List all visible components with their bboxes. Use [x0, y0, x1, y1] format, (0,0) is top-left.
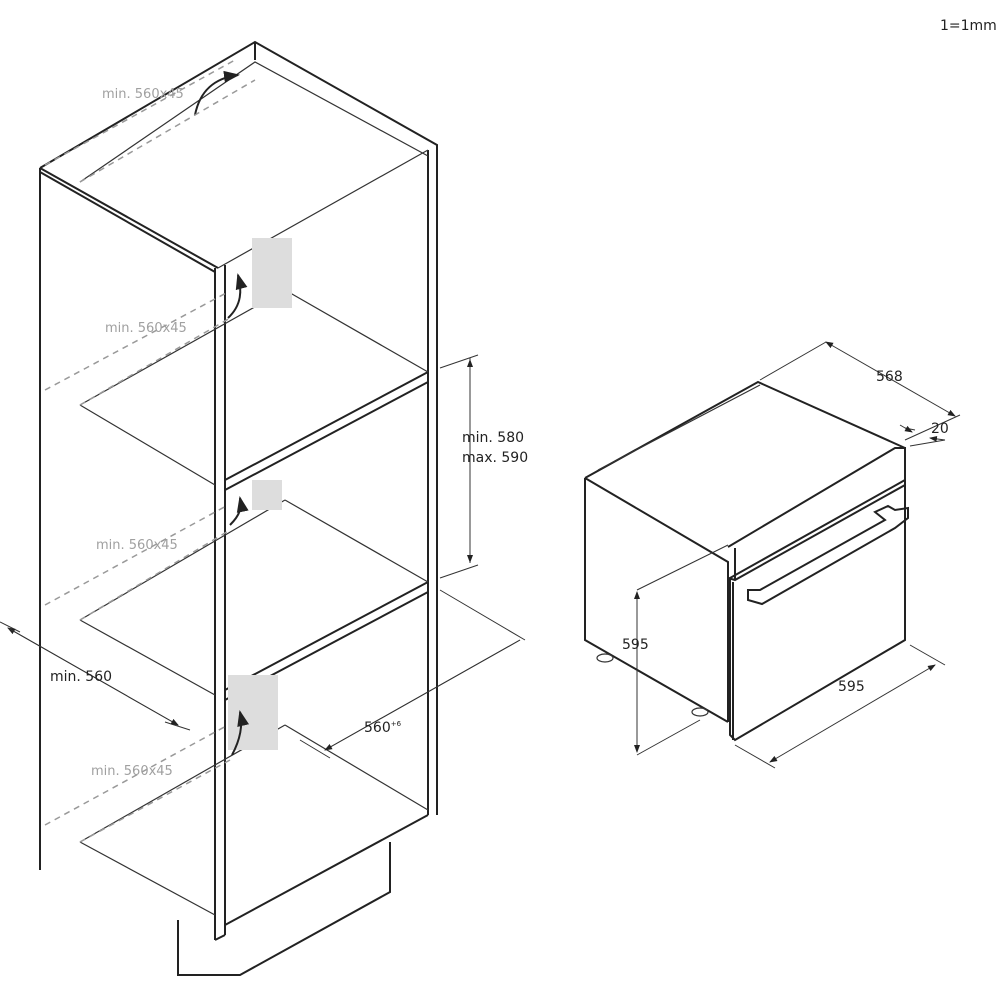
niche-height-min: min. 580 — [462, 430, 524, 446]
oven-depth-dimension — [825, 341, 956, 417]
oven-width-ext — [734, 644, 946, 769]
cabinet — [0, 40, 526, 976]
shelf-upper — [224, 371, 429, 491]
airflow-arrow-icon — [229, 496, 249, 526]
shelf-upper-surface — [79, 289, 429, 486]
niche-depth-dimension — [299, 589, 526, 759]
oven-top-edge — [597, 384, 761, 471]
airflow-arrow-icon — [231, 710, 249, 756]
airflow-arrow-icon — [227, 273, 248, 319]
cabinet-plinth — [177, 842, 391, 976]
vent-label: min. 560x45 — [102, 87, 184, 102]
vent-label: min. 560x45 — [91, 764, 173, 779]
oven-foot — [596, 653, 614, 663]
vent-outline-top — [44, 59, 256, 183]
niche-height-dimension — [439, 354, 479, 579]
oven-width-dimension — [769, 664, 936, 763]
oven-height-label: 595 — [622, 637, 649, 653]
airflow-arrow-icon — [194, 70, 240, 116]
oven-body — [584, 380, 906, 723]
oven-door-label: 20 — [931, 421, 949, 437]
oven-handle — [747, 504, 909, 606]
oven-depth-label: 568 — [876, 369, 903, 385]
niche-depth-label: 560+6 — [364, 720, 402, 736]
shelf-bottom-surface — [79, 724, 429, 916]
vent-label: min. 560x45 — [105, 321, 187, 336]
oven — [584, 341, 961, 769]
vent-opening — [252, 238, 292, 308]
oven-width-label: 595 — [838, 679, 865, 695]
shelf-bottom — [224, 814, 429, 926]
oven-foot — [691, 707, 709, 717]
scale-note: 1=1mm — [940, 18, 997, 34]
shelf-middle-surface — [79, 499, 429, 696]
cabinet-top-back — [39, 40, 438, 815]
niche-depth-value: 560 — [364, 720, 391, 736]
vent-opening — [252, 480, 282, 510]
oven-height-ext — [636, 544, 729, 756]
cabinet-left-panel — [39, 167, 219, 870]
vent-outline-bottom — [44, 724, 231, 843]
niche-width-label: min. 560 — [50, 669, 112, 685]
vent-outline-middle — [44, 504, 231, 621]
vent-opening — [228, 675, 278, 750]
cabinet-front-post — [214, 265, 226, 940]
vent-outline-upper — [44, 291, 231, 406]
vent-label: min. 560x45 — [96, 538, 178, 553]
oven-door — [729, 478, 906, 742]
niche-height-max: max. 590 — [462, 450, 528, 466]
oven-depth-ext — [759, 341, 961, 441]
niche-depth-tolerance: +6 — [391, 720, 402, 728]
